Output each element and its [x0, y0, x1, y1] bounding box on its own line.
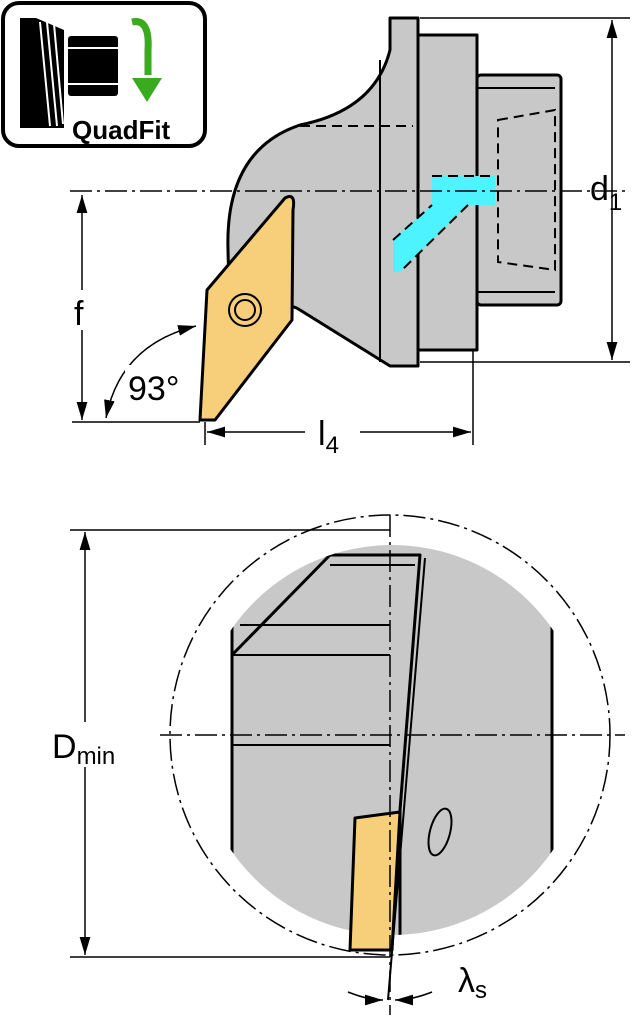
coolant-channel	[393, 176, 495, 272]
torx-screw-icon	[228, 293, 262, 327]
side-view	[70, 16, 630, 445]
lambda-s-label: λs	[458, 962, 487, 1004]
l4-label: l4	[318, 415, 339, 459]
d1-label: d1	[590, 170, 622, 216]
quadfit-logo: QuadFit	[1, 1, 207, 148]
dmin-label: Dmin	[52, 728, 115, 770]
logo-text: QuadFit	[72, 115, 171, 145]
f-label: f	[74, 295, 84, 333]
rotate-arrow-icon	[131, 18, 152, 75]
front-view	[70, 514, 625, 1015]
angle-label: 93°	[128, 370, 179, 408]
